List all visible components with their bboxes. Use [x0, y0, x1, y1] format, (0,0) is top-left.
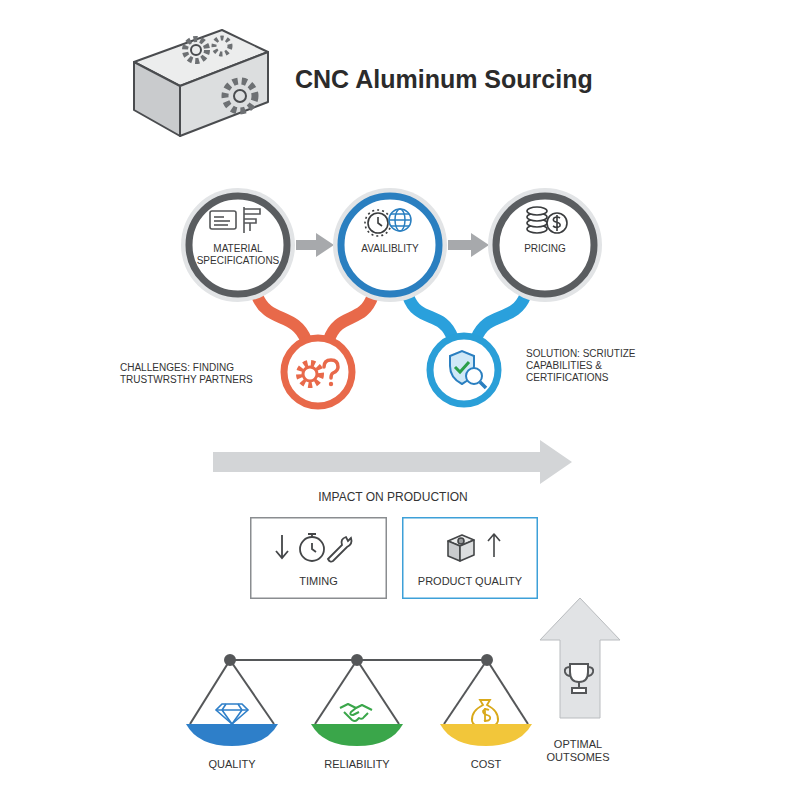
money-bag-icon: [472, 700, 498, 727]
link-band: [257, 296, 306, 341]
stage-label: AVAILIBLITY: [338, 243, 442, 255]
scale-label: RELIABILITY: [297, 758, 417, 771]
impact-label: PRODUCT QUALITY: [406, 575, 534, 588]
aluminum-block-illustration: [134, 30, 268, 136]
stage-circle: AVAILIBLITY: [332, 187, 448, 303]
diamond-icon: [216, 704, 248, 724]
outcome-label: OPTIMAL OUTSOMES: [538, 738, 618, 764]
flow-arrow: [213, 440, 572, 484]
flow-arrow: [296, 240, 320, 250]
scale-pan: RELIABILITY: [311, 722, 403, 746]
node-outline: [311, 722, 403, 746]
diagram-title: CNC Aluminum Sourcing: [295, 64, 695, 94]
scale-label: QUALITY: [172, 758, 292, 771]
solution-text: SOLUTION: SCRIUTIZE CAPABILITIES & CERTI…: [526, 348, 644, 384]
challenge-text: CHALLENGES: FINDING TRUSTWRSTHY PARTNERS: [120, 362, 270, 386]
scale-pan: QUALITY: [186, 722, 278, 746]
link-band: [476, 295, 525, 338]
stage-label: PRICING: [493, 243, 597, 255]
link-band: [329, 296, 373, 340]
stage-label: MATERIAL SPECIFICATIONS: [186, 243, 290, 267]
trophy-icon: [565, 664, 593, 693]
impact-label: TIMING: [254, 575, 383, 588]
node-outline: [426, 332, 502, 408]
stage-circle: MATERIAL SPECIFICATIONS: [180, 187, 296, 303]
node-outline: [440, 722, 532, 746]
handshake-icon: [340, 704, 372, 721]
stage-circle: PRICING: [487, 187, 603, 303]
section-label: IMPACT ON PRODUCTION: [273, 490, 513, 504]
node-outline: [186, 722, 278, 746]
impact-box: TIMING: [250, 517, 387, 599]
impact-box: PRODUCT QUALITY: [402, 517, 538, 599]
node-outline: [280, 334, 356, 410]
challenge-circle: CHALLENGES: FINDING TRUSTWRSTHY PARTNERS: [280, 334, 356, 410]
link-band: [408, 296, 453, 338]
scale-label: COST: [426, 758, 546, 771]
flow-arrow: [448, 240, 475, 250]
solution-circle: SOLUTION: SCRIUTIZE CAPABILITIES & CERTI…: [426, 332, 502, 408]
up-arrow: [540, 598, 620, 718]
scale-pan: COST: [440, 722, 532, 746]
